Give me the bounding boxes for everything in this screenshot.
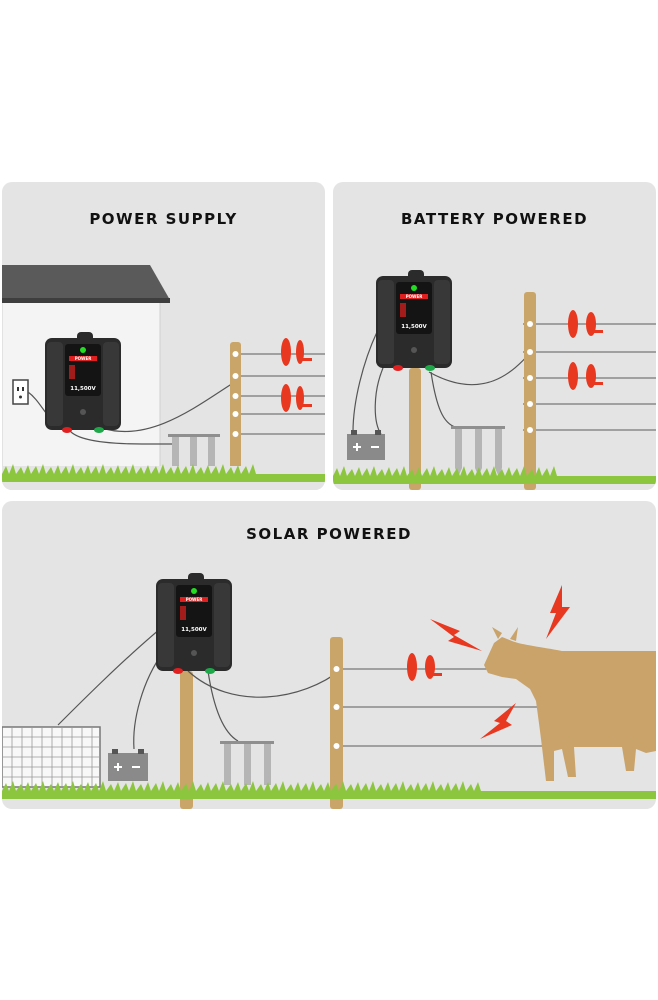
insulator-icon — [281, 338, 312, 412]
panel-title: SOLAR POWERED — [246, 525, 412, 543]
fence-post — [524, 292, 536, 490]
device-voltage-label: 11,500V — [401, 324, 427, 330]
battery-icon — [347, 430, 385, 460]
wall-outlet-icon — [12, 379, 29, 405]
device-brand-label: POWER — [406, 294, 423, 299]
grass — [333, 466, 656, 484]
insulator-icon — [568, 310, 603, 390]
spark-icon — [430, 585, 570, 739]
power-supply-panel: POWER 11,500V POWER SUPPLY — [2, 182, 325, 490]
fence-wires — [523, 323, 656, 431]
solar-powered-scene: POWER 11,500V — [2, 573, 656, 809]
energizer-device: POWER 11,500V — [45, 332, 121, 433]
cow-icon — [484, 627, 656, 781]
grass — [2, 464, 325, 490]
grass — [2, 781, 656, 799]
device-voltage-label: 11,500V — [70, 386, 96, 392]
ground-rod-icon — [220, 741, 274, 785]
fence-post — [230, 342, 241, 490]
solar-powered-panel: POWER 11,500V SOLAR POWERED — [2, 501, 656, 809]
device-voltage-label: 11,500V — [181, 627, 207, 633]
panel-title: POWER SUPPLY — [89, 210, 238, 228]
battery-icon — [108, 749, 148, 781]
solar-panel-icon — [2, 726, 101, 788]
battery-powered-scene: POWER 11,500V — [333, 270, 656, 490]
battery-powered-panel: POWER 11,500V BATTERY POWERED — [333, 182, 656, 490]
panel-title: BATTERY POWERED — [400, 210, 589, 228]
device-post — [180, 671, 193, 809]
power-supply-scene: POWER 11,500V — [2, 265, 325, 490]
energizer-device: POWER 11,500V — [376, 270, 452, 371]
device-brand-label: POWER — [75, 356, 92, 361]
fence-post — [330, 637, 343, 809]
insulator-icon — [407, 653, 442, 681]
device-post — [409, 368, 421, 490]
energizer-device: POWER 11,500V — [156, 573, 232, 674]
ground-rod-icon — [451, 426, 505, 476]
device-brand-label: POWER — [186, 597, 203, 602]
